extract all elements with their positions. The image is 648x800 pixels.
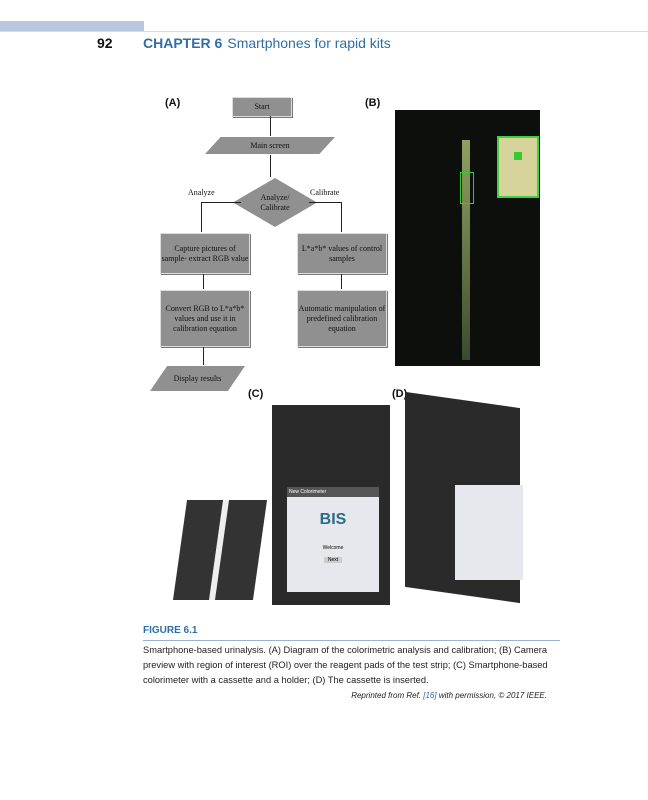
panel-label-a: (A) — [165, 97, 181, 109]
bis-logo: BIS — [319, 511, 347, 528]
reference-link[interactable]: [16] — [423, 691, 437, 700]
flow-display: Display results — [150, 366, 245, 391]
credit-line: Reprinted from Ref. [16] with permission… — [351, 691, 547, 700]
flow-calibration: Automatic manipulation of predefined cal… — [297, 290, 387, 347]
flow-main-screen: Main screen — [205, 137, 335, 154]
chapter-title: Smartphones for rapid kits — [227, 35, 391, 51]
roi-box — [460, 172, 474, 204]
connector — [201, 202, 241, 203]
figure-caption: Smartphone-based urinalysis. (A) Diagram… — [143, 645, 548, 685]
phone-screen-d — [455, 485, 523, 580]
panel-label-c: (C) — [248, 388, 264, 400]
roi-inset — [497, 136, 539, 198]
figure-label: FIGURE 6.1 — [143, 625, 198, 636]
caption-rule — [143, 640, 560, 641]
flow-decision: Analyze/ Calibrate — [233, 178, 317, 227]
next-button: Next — [324, 557, 342, 563]
chapter-label: CHAPTER 6 — [143, 35, 223, 51]
connector — [309, 202, 342, 203]
flow-convert: Convert RGB to L*a*b* values and use it … — [160, 290, 250, 347]
header-bar — [0, 21, 144, 31]
header-rule — [0, 31, 648, 32]
app-title: New Colorimeter — [287, 487, 379, 497]
panel-label-b: (B) — [365, 97, 381, 109]
arrow — [270, 116, 271, 136]
arrow — [341, 202, 342, 232]
branch-analyze-label: Analyze — [188, 188, 215, 197]
cassette-image — [172, 500, 268, 600]
test-strip — [462, 140, 470, 360]
credit-prefix: Reprinted from Ref. — [351, 691, 422, 700]
flow-start: Start — [232, 97, 292, 117]
arrow — [270, 155, 271, 177]
branch-calibrate-label: Calibrate — [310, 188, 340, 197]
credit-suffix: with permission, © 2017 IEEE. — [438, 691, 547, 700]
panel-label-d: (D) — [392, 388, 408, 400]
welcome-text: Welcome — [322, 545, 344, 551]
arrow — [341, 274, 342, 289]
flow-capture: Capture pictures of sample- extract RGB … — [160, 233, 250, 274]
flow-control-samples: L*a*b* values of control samples — [297, 233, 387, 274]
arrow — [203, 274, 204, 289]
page-number: 92 — [97, 35, 113, 51]
arrow — [203, 347, 204, 365]
phone-screen-c: New Colorimeter BIS Welcome Next — [287, 487, 379, 592]
arrow — [201, 202, 202, 232]
